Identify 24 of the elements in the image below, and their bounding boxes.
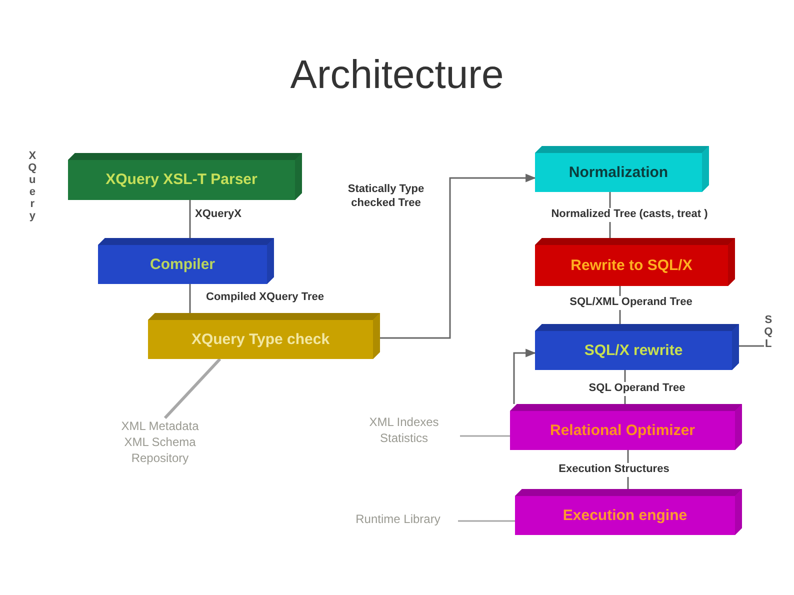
leader-line <box>460 435 510 437</box>
side-text: XQuery <box>28 150 37 223</box>
connector <box>739 345 764 347</box>
side-text: SQL <box>764 314 773 350</box>
box-label: Execution engine <box>562 508 688 522</box>
note-text: XML Metadata XML Schema Repository <box>114 418 206 467</box>
leader-line <box>164 358 222 420</box>
box-label: Compiler <box>148 256 216 272</box>
edge-label: XQueryX <box>194 208 242 222</box>
arrow <box>513 348 536 404</box>
box-label: Relational Optimizer <box>548 422 696 438</box>
note-text: Runtime Library <box>338 511 458 528</box>
connector <box>189 200 191 238</box>
box-label: XQuery Type check <box>190 332 331 346</box>
connector <box>189 284 191 313</box>
box-label: Rewrite to SQL/X <box>570 258 694 272</box>
box-label: XQuery XSL-T Parser <box>104 172 258 187</box>
box-label: Normalization <box>568 164 670 180</box>
edge-label: Compiled XQuery Tree <box>205 291 325 305</box>
arrow <box>380 174 536 339</box>
box-label: SQL/X rewrite <box>583 342 684 358</box>
leader-line <box>458 520 515 522</box>
title: Architecture <box>290 53 504 98</box>
note-text: XML Indexes Statistics <box>348 414 460 446</box>
